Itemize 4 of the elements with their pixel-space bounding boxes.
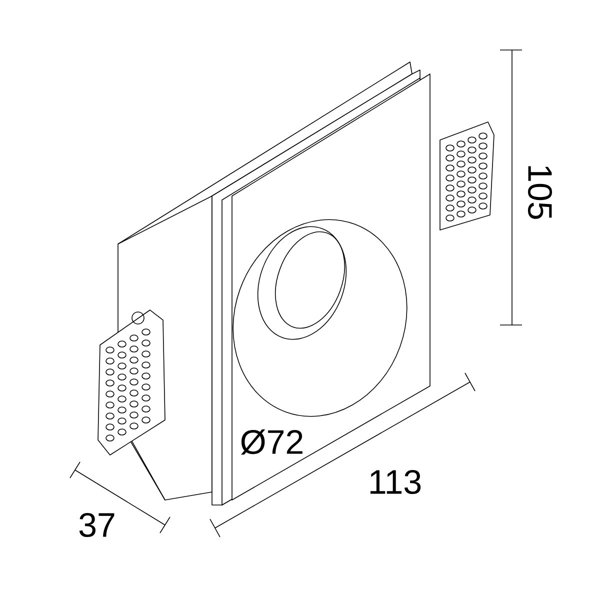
- dimension-label: Ø72: [241, 429, 302, 455]
- dimension-label: 37: [79, 512, 114, 538]
- dimension-label: 113: [370, 470, 421, 494]
- dimension-label: 105: [528, 166, 552, 219]
